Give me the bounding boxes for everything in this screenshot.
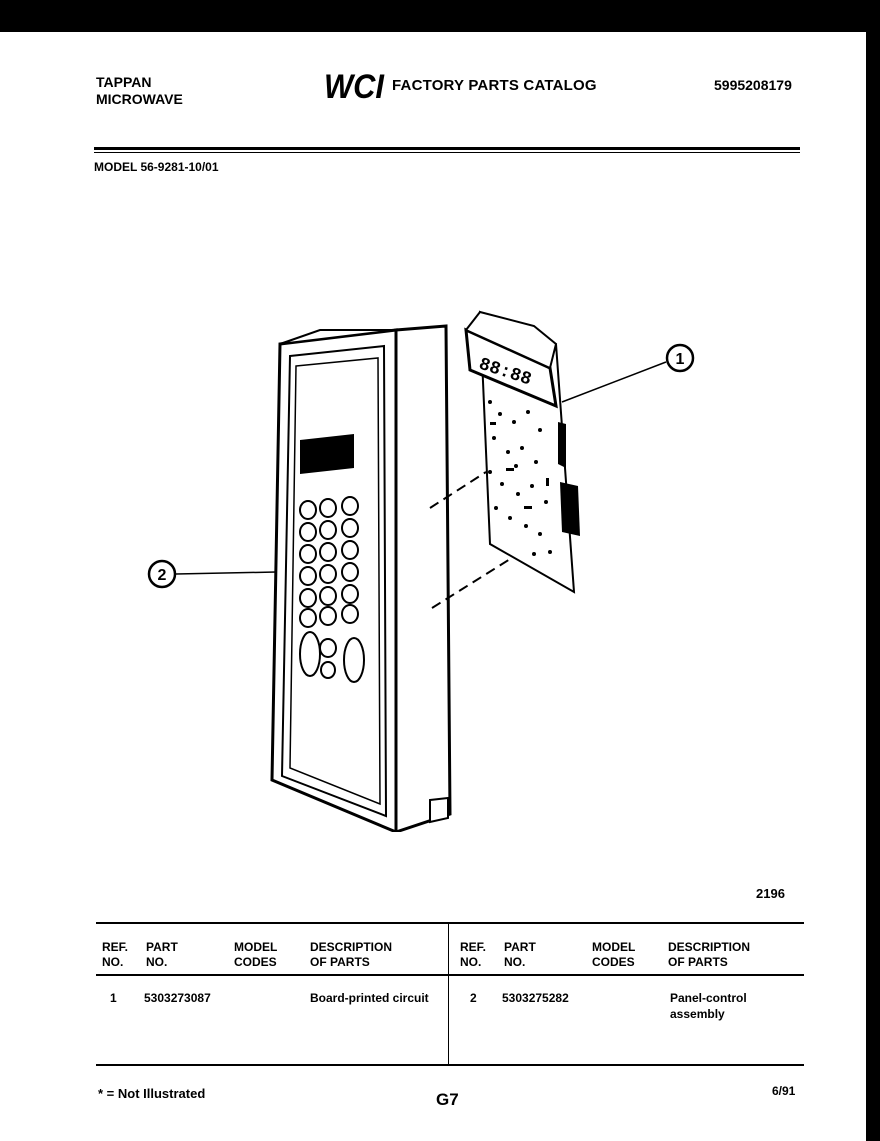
header-rule-thin [94, 152, 800, 153]
header-text: CODES [234, 955, 277, 969]
table-top-rule [96, 922, 804, 924]
table-header-rule [96, 974, 804, 976]
header-text: NO. [102, 955, 124, 969]
header-text: NO. [146, 955, 168, 969]
row-2-ref: 2 [470, 991, 477, 1005]
header-text: OF PARTS [668, 955, 728, 969]
brand-name: TAPPAN [96, 74, 152, 90]
description-line: Board-printed circuit [310, 991, 429, 1005]
callout-2-label: 2 [158, 567, 167, 584]
callout-2-circle [147, 559, 177, 589]
header-text: NO. [460, 955, 482, 969]
header-text: DESCRIPTION [668, 940, 751, 954]
callout-1-label: 1 [676, 351, 685, 368]
circuit-board-illustration: 88:88 [464, 310, 580, 594]
header-model-codes-right: MODEL CODES [592, 940, 635, 970]
not-illustrated-footnote: * = Not Illustrated [98, 1086, 206, 1101]
header-text: DESCRIPTION [310, 940, 393, 954]
row-1-part-no: 5303273087 [144, 991, 211, 1005]
illustration-id: 2196 [756, 886, 785, 901]
header-text: PART [504, 940, 536, 954]
catalog-page: TAPPAN MICROWAVE WCI FACTORY PARTS CATAL… [0, 32, 866, 1141]
panel-control-assembly-illustration [270, 324, 452, 832]
header-text: MODEL [592, 940, 636, 954]
product-type: MICROWAVE [96, 91, 183, 107]
callout-2-leader [175, 571, 277, 575]
header-text: REF. [460, 940, 487, 954]
wci-logo-icon: WCI [324, 68, 385, 102]
description-line: assembly [670, 1007, 725, 1021]
header-ref-no-right: REF. NO. [460, 940, 486, 970]
header-rule-thick [94, 147, 800, 150]
row-1-ref: 1 [110, 991, 117, 1005]
keypad-buttons [299, 496, 365, 683]
header-text: CODES [592, 955, 635, 969]
row-2-description: Panel-control assembly [670, 990, 747, 1022]
header-description-left: DESCRIPTION OF PARTS [310, 940, 392, 970]
table-bottom-rule [96, 1064, 804, 1066]
table-column-divider [448, 924, 449, 1064]
page-code: G7 [436, 1090, 459, 1109]
brand-block: TAPPAN MICROWAVE [96, 74, 183, 108]
header-part-no-right: PART NO. [504, 940, 536, 970]
header-text: PART [146, 940, 178, 954]
header-text: REF. [102, 940, 129, 954]
row-1-description: Board-printed circuit [310, 990, 429, 1006]
connection-line-upper [429, 471, 487, 509]
exploded-parts-diagram: 88:88 1 2 [147, 310, 695, 832]
description-line: Panel-control [670, 991, 747, 1005]
header-text: OF PARTS [310, 955, 370, 969]
callout-1-circle [665, 343, 695, 373]
header-ref-no-left: REF. NO. [102, 940, 128, 970]
header-description-right: DESCRIPTION OF PARTS [668, 940, 750, 970]
row-2-part-no: 5303275282 [502, 991, 569, 1005]
revision-date: 6/91 [772, 1084, 796, 1098]
catalog-number: 5995208179 [714, 77, 792, 93]
header-text: NO. [504, 955, 526, 969]
catalog-title-block: WCI FACTORY PARTS CATALOG [322, 68, 597, 102]
header-part-no-left: PART NO. [146, 940, 178, 970]
circuit-components [488, 400, 552, 556]
header-text: MODEL [234, 940, 278, 954]
callout-1-leader [561, 361, 667, 403]
catalog-title: FACTORY PARTS CATALOG [392, 76, 597, 94]
logo-text: WCI [324, 68, 385, 102]
header-model-codes-left: MODEL CODES [234, 940, 277, 970]
model-number: MODEL 56-9281-10/01 [94, 160, 219, 174]
